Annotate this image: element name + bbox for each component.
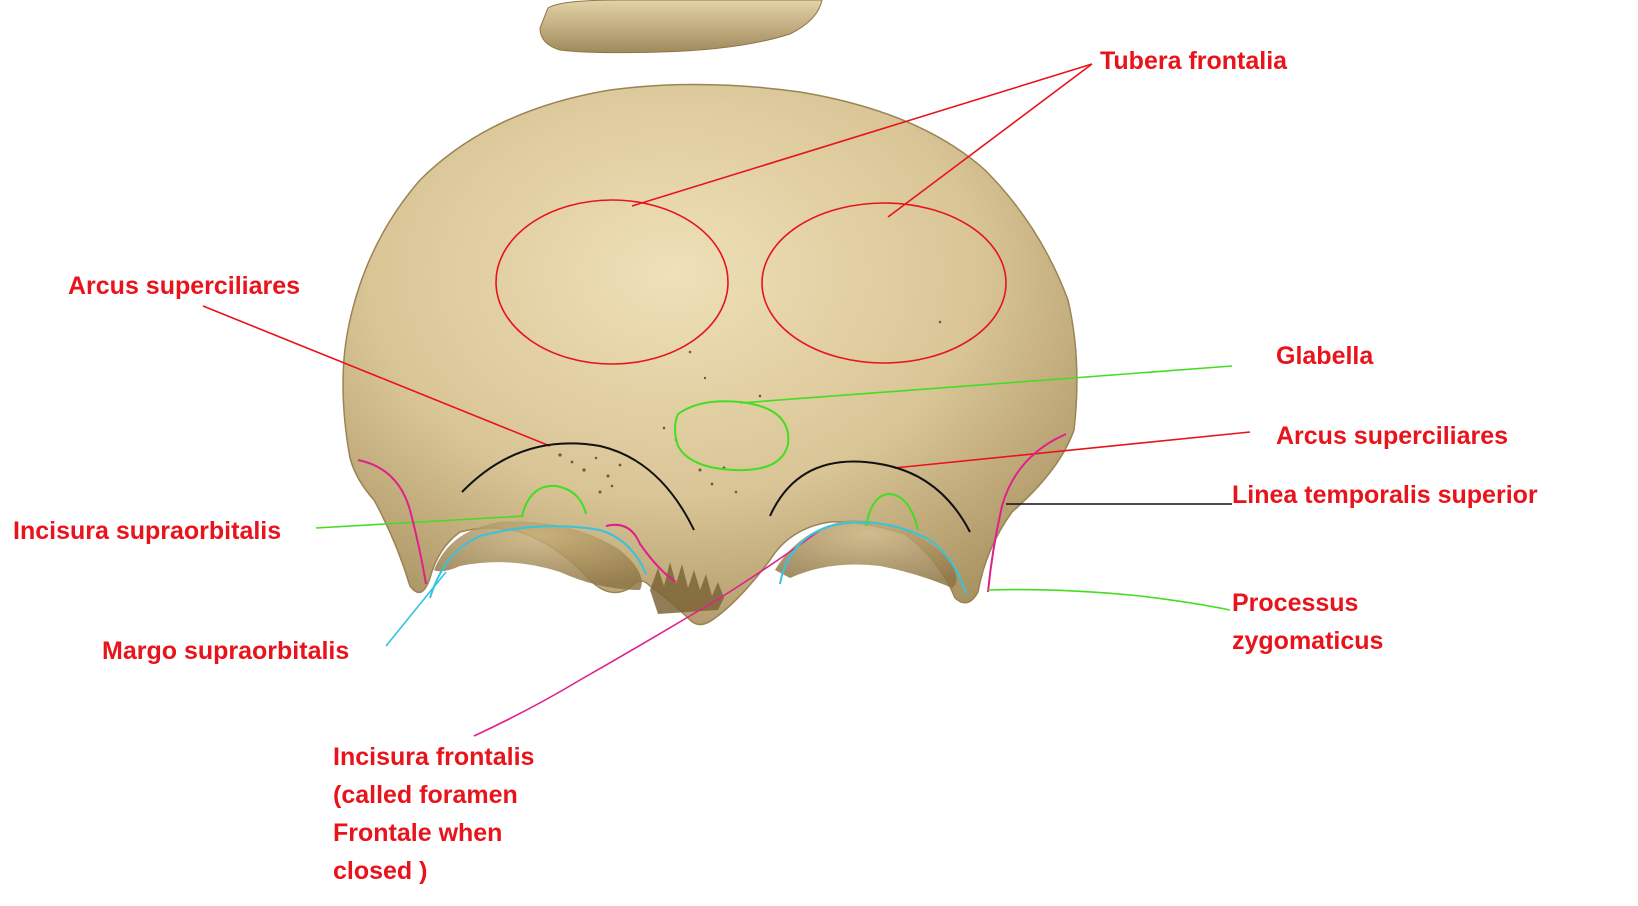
- superciliary-arch-right: [769, 460, 971, 533]
- right-orbit-roof: [775, 520, 957, 588]
- label-arcus-superciliares-left: Arcus superciliares: [68, 272, 301, 300]
- label-incisura-frontalis-line-1: Incisura frontalis: [333, 743, 535, 771]
- tubera-leader-right: [887, 63, 1093, 218]
- nasal-notch: [650, 562, 724, 614]
- incisura-supraorbitalis-leader: [315, 515, 525, 529]
- label-processus-zygomaticus-line-1: Processus: [1232, 589, 1359, 617]
- incisura-supraorbitalis-left-outline: [521, 484, 587, 517]
- incisura-supraorbitalis-right-outline: [865, 492, 919, 531]
- glabella-leader: [739, 365, 1233, 404]
- label-incisura-frontalis-line-3: Frontale when: [333, 819, 503, 847]
- glabella-outline: [674, 400, 790, 472]
- tubera-leader-left: [631, 63, 1093, 207]
- margo-supraorbitalis-left-outline: [429, 525, 647, 599]
- superciliary-arch-left: [461, 442, 695, 531]
- margo-supraorbitalis-leader: [385, 571, 447, 647]
- tuber-frontale-right-outline: [761, 202, 1007, 364]
- label-tubera-frontalia: Tubera frontalia: [1100, 47, 1288, 75]
- arcus-left-leader: [202, 305, 551, 447]
- label-incisura-supraorbitalis: Incisura supraorbitalis: [13, 517, 282, 545]
- label-processus-zygomaticus: Processus zygomaticus: [1232, 584, 1383, 660]
- label-linea-temporalis-superior: Linea temporalis superior: [1232, 481, 1538, 509]
- label-incisura-frontalis-line-2: (called foramen: [333, 781, 518, 809]
- tuber-frontale-left-outline: [495, 199, 729, 365]
- label-margo-supraorbitalis: Margo supraorbitalis: [102, 637, 350, 665]
- incisura-frontalis-leader: [473, 529, 821, 737]
- label-processus-zygomaticus-line-2: zygomaticus: [1232, 627, 1384, 655]
- label-glabella: Glabella: [1276, 342, 1374, 370]
- bone-pores: [558, 320, 942, 494]
- processus-zygomaticus-leader: [987, 588, 1231, 611]
- incisura-frontalis-left-outline: [605, 523, 677, 583]
- arcus-right-leader: [893, 431, 1251, 469]
- skull-fragment: [539, 0, 823, 54]
- label-incisura-frontalis-line-4: closed ): [333, 857, 428, 885]
- label-arcus-superciliares-right: Arcus superciliares: [1276, 422, 1509, 450]
- margo-supraorbitalis-right-outline: [779, 521, 967, 595]
- temporal-line-right-outline: [987, 433, 1067, 593]
- left-orbit-roof: [434, 521, 642, 590]
- label-incisura-frontalis: Incisura frontalis (called foramen Front…: [333, 738, 534, 890]
- temporal-line-left-outline: [357, 459, 427, 585]
